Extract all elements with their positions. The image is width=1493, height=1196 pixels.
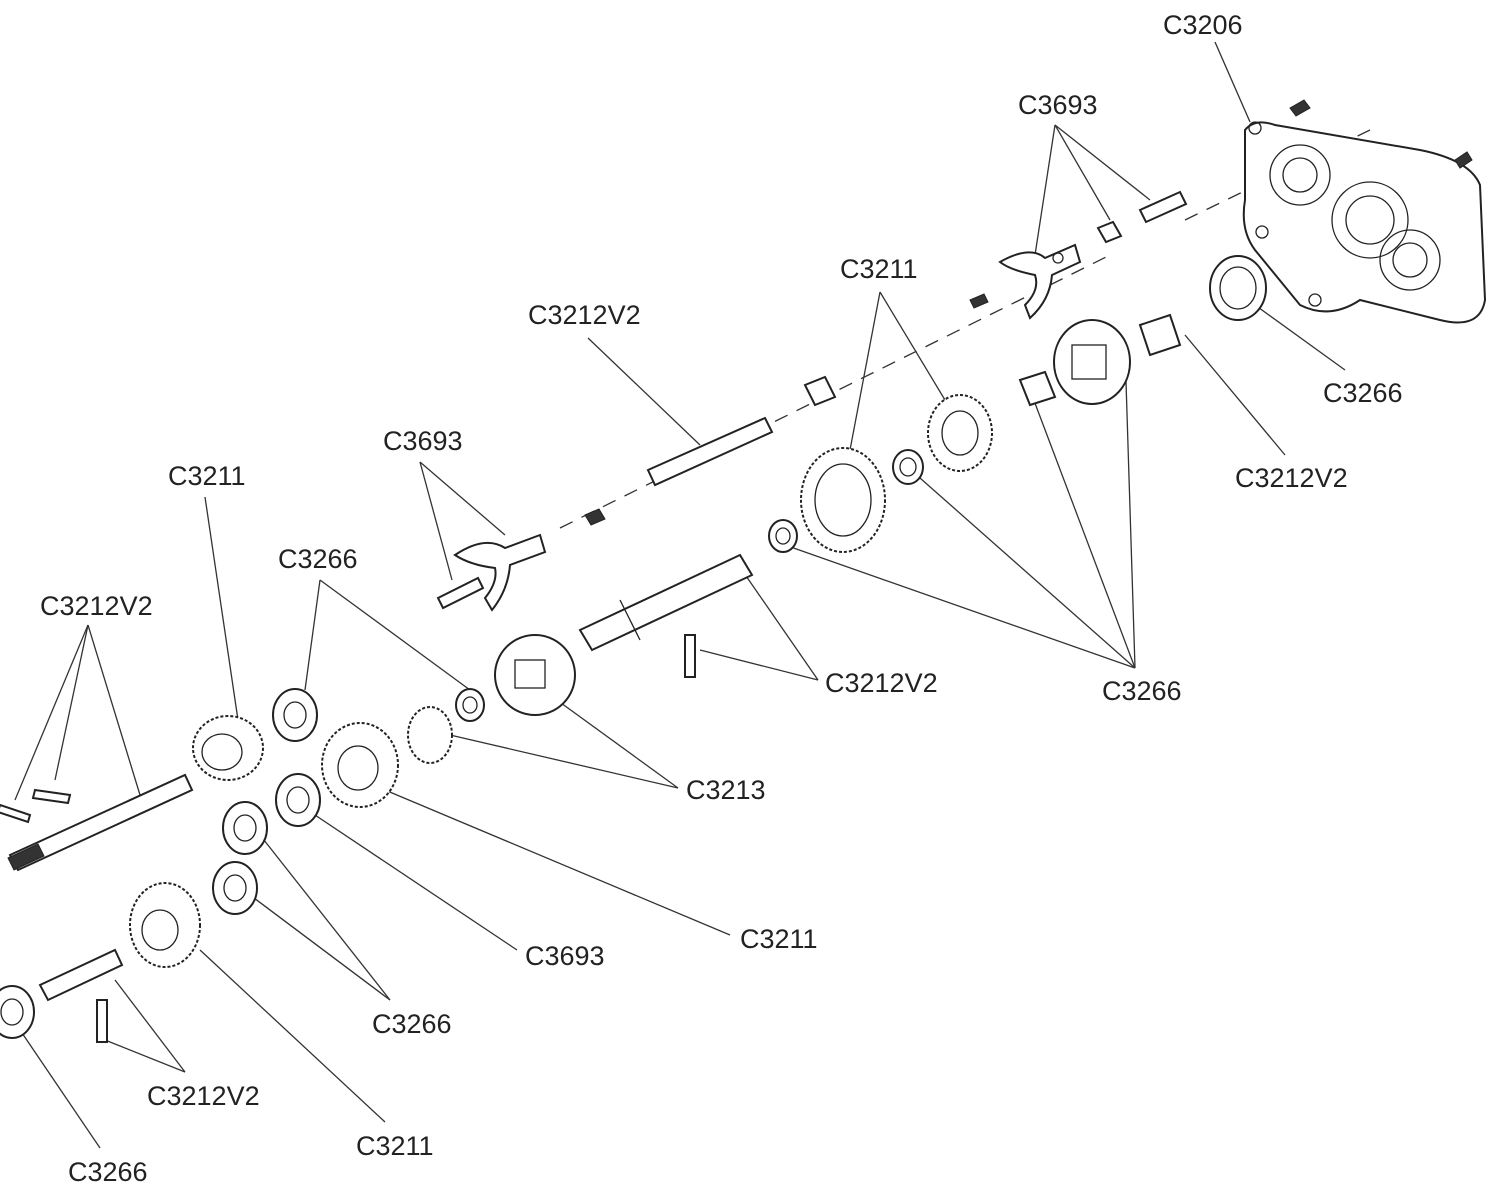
label-c3212v2-right: C3212V2 [1235, 463, 1348, 493]
label-c3212v2-bottom: C3212V2 [147, 1081, 260, 1111]
upper-shift-fork [969, 190, 1188, 320]
middle-shaft [407, 553, 754, 764]
label-c3693-lower: C3693 [525, 941, 605, 971]
label-c3211-lower: C3211 [740, 924, 818, 954]
label-c3211-top: C3211 [840, 254, 918, 284]
label-c3212v2-top: C3212V2 [528, 300, 641, 330]
label-c3266-center: C3266 [1102, 676, 1182, 706]
label-c3693-mid: C3693 [383, 426, 463, 456]
label-c3266-bottom: C3266 [68, 1157, 148, 1187]
large-gears [768, 255, 1267, 553]
label-c3211-bottom: C3211 [356, 1131, 434, 1161]
gearbox-housing [1242, 99, 1487, 324]
left-gears [129, 688, 399, 968]
label-c3266-mid: C3266 [278, 544, 358, 574]
label-c3206: C3206 [1163, 10, 1243, 40]
label-c3693-top: C3693 [1018, 90, 1098, 120]
label-c3212v2-center: C3212V2 [825, 668, 938, 698]
label-c3212v2-left: C3212V2 [40, 591, 153, 621]
label-c3266-right: C3266 [1323, 378, 1403, 408]
label-c3211-left: C3211 [168, 461, 246, 491]
label-c3266-lower: C3266 [372, 1009, 452, 1039]
label-c3213: C3213 [686, 775, 766, 805]
upper-shaft [584, 375, 837, 526]
middle-shift-fork [436, 533, 547, 612]
left-shafts [0, 773, 194, 1043]
leader-lines [14, 41, 1346, 1149]
